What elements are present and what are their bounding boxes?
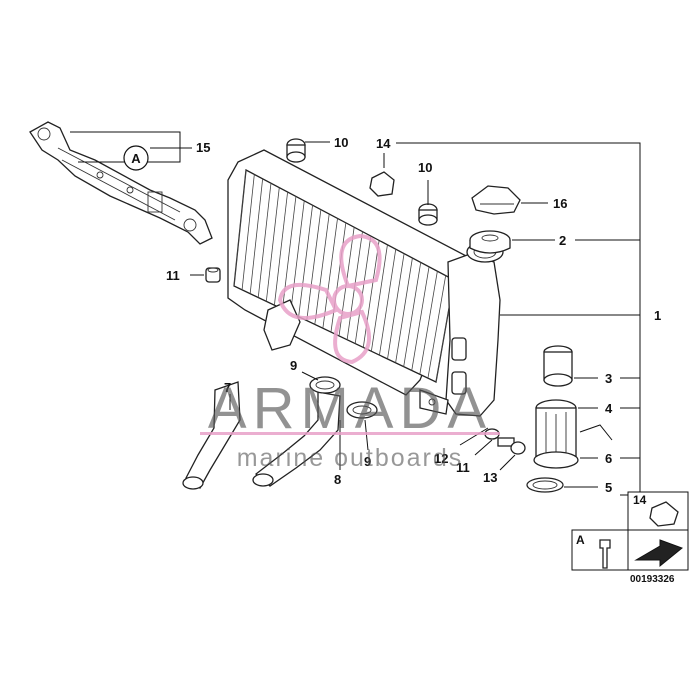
radiator-fin: [322, 218, 338, 329]
radiator-fin: [362, 240, 380, 348]
inset-label-14: 14: [633, 493, 647, 507]
diagram-number: 00193326: [630, 574, 675, 585]
reference-circle: [123, 145, 149, 171]
radiator-fin: [314, 213, 330, 325]
hose-8: [252, 391, 341, 487]
screw: [497, 437, 526, 455]
spring-clip: [369, 171, 395, 197]
callout-7: 7: [224, 380, 231, 395]
callout-5: 5: [605, 480, 612, 495]
radiator-fin: [354, 235, 372, 344]
watermark: ARMADA marine outboards: [200, 233, 500, 472]
arrow-icon: [634, 539, 683, 568]
radiator-cap: [469, 230, 511, 254]
callout-2: 2: [559, 233, 566, 248]
radiator-core: [227, 149, 471, 396]
radiator-fin: [306, 209, 322, 321]
radiator-fin: [290, 200, 305, 313]
callout-9-top: 9: [290, 358, 297, 373]
callout-13: 13: [483, 470, 497, 485]
radiator-fin: [387, 253, 405, 360]
radiator-fin: [241, 174, 255, 290]
callout-3: 3: [605, 371, 612, 386]
radiator-fin: [370, 244, 388, 352]
watermark-logo: [277, 233, 382, 365]
clip-detail-icon: [649, 501, 679, 527]
pin-detail-icon: [599, 539, 611, 569]
watermark-tagline: marine outboards: [237, 444, 464, 472]
nut: [205, 267, 221, 283]
radiator-fin: [427, 275, 447, 379]
watermark-rule: [200, 432, 500, 435]
cap-cover: [471, 185, 521, 215]
rubber-grommet: [286, 138, 306, 163]
callout-10-mid: 10: [418, 160, 432, 175]
radiator-fin: [403, 262, 422, 367]
radiator-fin: [379, 249, 397, 356]
callout-6: 6: [605, 451, 612, 466]
radiator-fin: [330, 222, 347, 333]
callout-10-top: 10: [334, 135, 348, 150]
hose-clamp: [346, 401, 378, 419]
callout-4: 4: [605, 401, 613, 416]
hose-clamp: [309, 376, 341, 394]
callout-15: 15: [196, 140, 210, 155]
callout-11-bottom: 11: [456, 460, 470, 475]
callout-12: 12: [434, 451, 448, 466]
filter-housing: [533, 399, 579, 469]
inset-panel: 14 A 00193326: [571, 491, 689, 585]
radiator-fin: [249, 178, 264, 294]
rubber-grommet: [418, 203, 438, 226]
retaining-spring: [579, 424, 613, 441]
callout-9-bottom: 9: [364, 454, 371, 469]
radiator-fin: [257, 183, 272, 298]
callout-14: 14: [376, 136, 391, 151]
mounting-bracket: [29, 121, 213, 245]
callout-a: A: [131, 151, 141, 166]
callout-11-left: 11: [166, 268, 180, 283]
watermark-brand: ARMADA: [208, 376, 492, 441]
o-ring: [526, 477, 564, 493]
radiator-fin: [265, 187, 280, 302]
radiator-fin: [411, 266, 430, 371]
callout-8: 8: [334, 472, 341, 487]
radiator-fin: [395, 257, 413, 363]
thermostat-insert: [543, 345, 573, 387]
radiator-fin: [419, 271, 438, 375]
callout-16: 16: [553, 196, 567, 211]
radiator-fin: [274, 191, 288, 306]
radiator-fin: [298, 205, 313, 317]
radiator-fin: [233, 169, 247, 287]
callout-1: 1: [654, 308, 661, 323]
inset-label-a: A: [576, 533, 585, 547]
